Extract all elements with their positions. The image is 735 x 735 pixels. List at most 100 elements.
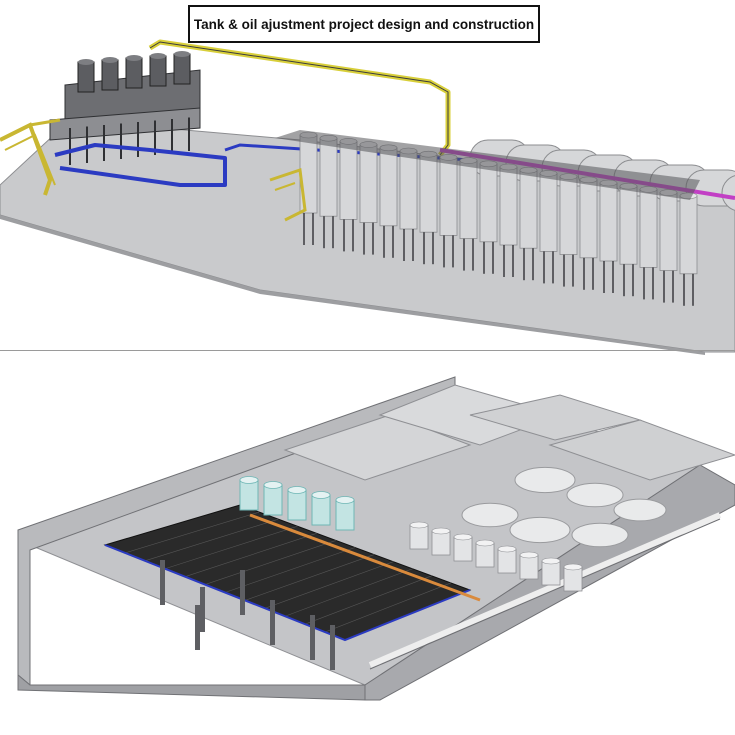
- support-column: [160, 560, 165, 605]
- orange-pipe: [249, 513, 481, 602]
- process-tank-top: [475, 539, 495, 547]
- grating-line: [144, 518, 279, 562]
- vertical-tank: [439, 156, 458, 236]
- grating-line: [224, 547, 356, 593]
- platform-blue-edge: [104, 544, 471, 642]
- grating-line: [184, 533, 317, 577]
- support-column: [310, 615, 315, 660]
- vertical-tank: [659, 192, 678, 272]
- vertical-tank: [619, 185, 638, 265]
- right-staircase: [269, 167, 307, 222]
- building-interior-svg: [17, 376, 735, 701]
- front-wall: [17, 673, 366, 701]
- room-roof: [283, 414, 472, 481]
- vertical-tank: [459, 160, 478, 240]
- support-columns: [160, 560, 335, 670]
- dome-tank: [514, 466, 576, 494]
- support-column: [270, 600, 275, 645]
- process-tank: [497, 548, 517, 574]
- vertical-tank-row: [299, 131, 698, 306]
- vertical-tank: [539, 172, 558, 252]
- skid-reactor-top: [150, 53, 166, 59]
- left-staircase: [0, 118, 61, 196]
- vertical-tank: [379, 147, 398, 227]
- grating-line: [264, 561, 394, 609]
- process-tank: [431, 530, 451, 556]
- support-column: [330, 625, 335, 670]
- skid-reactor-top: [174, 51, 190, 57]
- platform-tank: [335, 499, 355, 531]
- vertical-tank: [319, 137, 338, 217]
- platform-tank-top: [239, 476, 259, 484]
- process-tank-top: [431, 527, 451, 535]
- rear-rooms: [283, 384, 735, 481]
- process-tank-top: [541, 557, 561, 565]
- process-tank: [475, 542, 495, 568]
- process-tank-top: [409, 521, 429, 529]
- platform-tanks: [239, 476, 583, 592]
- process-tank-top: [519, 551, 539, 559]
- building-interior-render: [0, 355, 735, 735]
- panel-divider: [0, 350, 735, 351]
- vertical-tank: [339, 140, 358, 220]
- skid-reactor: [77, 61, 95, 93]
- skid-reactor: [125, 57, 143, 89]
- platform-tank: [287, 489, 307, 521]
- process-tank-top: [497, 545, 517, 553]
- dome-tank: [509, 516, 571, 544]
- yellow-pipe-inner: [149, 41, 449, 156]
- skid-reactor-top: [126, 55, 142, 61]
- tank-farm-svg: [0, 39, 735, 355]
- skid-reactor-top: [102, 57, 118, 63]
- process-tank: [519, 554, 539, 580]
- grating-line: [244, 554, 375, 601]
- dome-tank: [461, 502, 519, 528]
- vertical-tank: [499, 166, 518, 246]
- processing-skid: [49, 51, 201, 165]
- tank-farm-render: [0, 0, 735, 355]
- dome-tanks: [461, 466, 667, 548]
- front-rail-outline: [369, 518, 721, 670]
- skid-reactor: [101, 59, 119, 91]
- vertical-tank: [399, 150, 418, 230]
- front-rail: [368, 512, 722, 668]
- vertical-tank: [639, 188, 658, 268]
- platform-tank: [263, 484, 283, 516]
- grating-line: [124, 511, 260, 554]
- vertical-tank: [599, 182, 618, 262]
- dome-tank: [613, 498, 667, 522]
- vertical-tank: [419, 153, 438, 233]
- platform-tank-top: [311, 491, 331, 499]
- dome-tank: [566, 482, 624, 508]
- platform-tank: [311, 494, 331, 526]
- pipe-rack-walkway: [275, 130, 700, 200]
- platform-tank-top: [263, 481, 283, 489]
- process-tank-top: [563, 563, 583, 571]
- blue-pipe: [54, 143, 227, 187]
- vertical-tank: [479, 163, 498, 243]
- horizontal-tank: [721, 175, 735, 211]
- skid-reactor: [173, 53, 191, 85]
- process-tank: [453, 536, 473, 562]
- grating-line: [164, 525, 298, 570]
- diagram-title: Tank & oil ajustment project design and …: [188, 5, 540, 43]
- process-tank: [563, 566, 583, 592]
- vertical-tank: [559, 176, 578, 256]
- grating-line: [284, 568, 413, 617]
- process-tank: [541, 560, 561, 586]
- platform-tank-top: [287, 486, 307, 494]
- platform-tank-top: [335, 496, 355, 504]
- dome-tank: [571, 522, 629, 548]
- skid-reactor: [149, 55, 167, 87]
- grating-line: [304, 575, 432, 625]
- grating-line: [204, 540, 336, 585]
- support-column: [240, 570, 245, 615]
- process-tank-top: [453, 533, 473, 541]
- support-column: [200, 587, 205, 632]
- room-roof: [548, 419, 735, 481]
- grating-line: [324, 582, 451, 633]
- support-column: [195, 605, 200, 650]
- process-tank: [409, 524, 429, 550]
- vertical-tank: [579, 179, 598, 259]
- vertical-tank: [679, 195, 698, 275]
